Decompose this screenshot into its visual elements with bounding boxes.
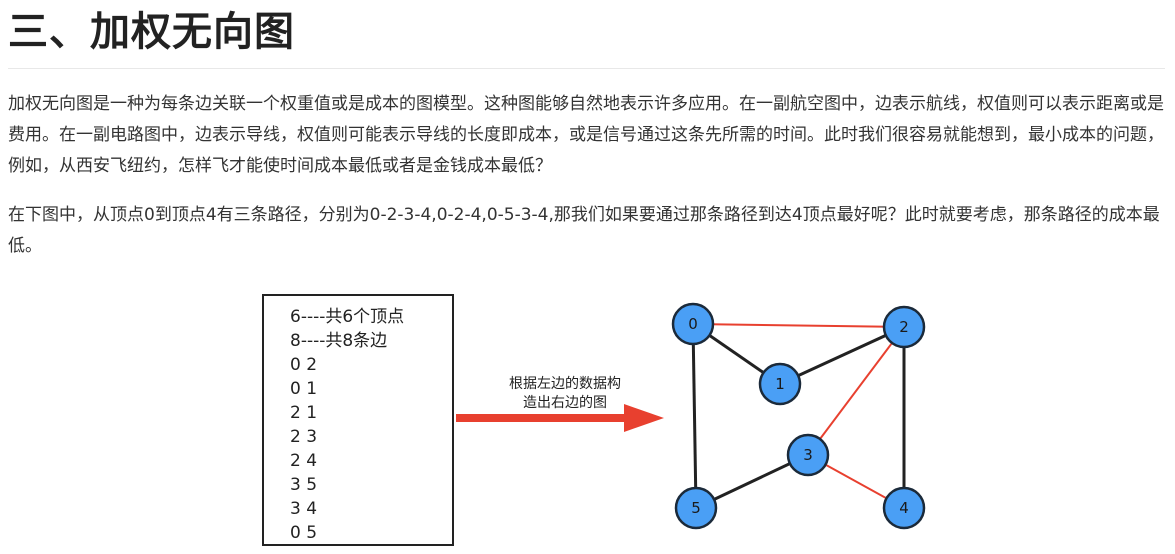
code-line-edge-count: 8----共8条边	[290, 331, 388, 351]
graph-node-3	[786, 433, 830, 477]
arrow-shaft	[456, 414, 626, 422]
graph-node-label: 3	[803, 446, 813, 464]
graph-node-1	[758, 362, 802, 406]
graph-node-label: 4	[899, 499, 909, 517]
arrow-caption-line-2: 造出右边的图	[523, 395, 607, 411]
title-divider	[8, 68, 1165, 69]
code-line-edge: 2 3	[290, 427, 318, 447]
graph-node-label: 5	[691, 499, 701, 517]
code-line-edge: 3 5	[290, 475, 318, 495]
graph-node-5	[674, 486, 718, 530]
code-line-edge: 0 5	[290, 523, 318, 543]
graph-node-label: 2	[899, 318, 909, 336]
graph-edge-0-2	[692, 323, 905, 328]
code-line-edge: 2 1	[290, 403, 318, 423]
graph-node-label: 0	[688, 315, 698, 333]
intro-paragraph: 加权无向图是一种为每条边关联一个权重值或是成本的图模型。这种图能够自然地表示许多…	[8, 94, 1164, 176]
graph-node-2	[882, 305, 926, 349]
graph-edge-2-1	[779, 325, 905, 386]
code-line-edge: 0 2	[290, 355, 318, 375]
code-line-edge: 3 4	[290, 499, 318, 519]
arrow-caption-line-1: 根据左边的数据构	[509, 376, 621, 392]
code-line-edge: 2 4	[290, 451, 318, 471]
arrow-head	[624, 404, 664, 432]
code-line-vertex-count: 6----共6个顶点	[290, 307, 405, 327]
code-line-edge: 0 1	[290, 379, 318, 399]
path-paragraph: 在下图中，从顶点0到顶点4有三条路径，分别为0-2-3-4,0-2-4,0-5-…	[8, 205, 1160, 256]
graph-data-box: 6----共6个顶点 8----共8条边 0 2 0 1 2 1 2 3 2 4…	[262, 294, 454, 546]
graph-edge-0-5	[691, 323, 698, 509]
graph-node-0	[671, 302, 715, 346]
graph-node-label: 1	[775, 375, 785, 393]
graph-node-4	[882, 486, 926, 530]
graph-edge-2-3	[807, 326, 905, 456]
page-title: 三、加权无向图	[8, 9, 295, 55]
